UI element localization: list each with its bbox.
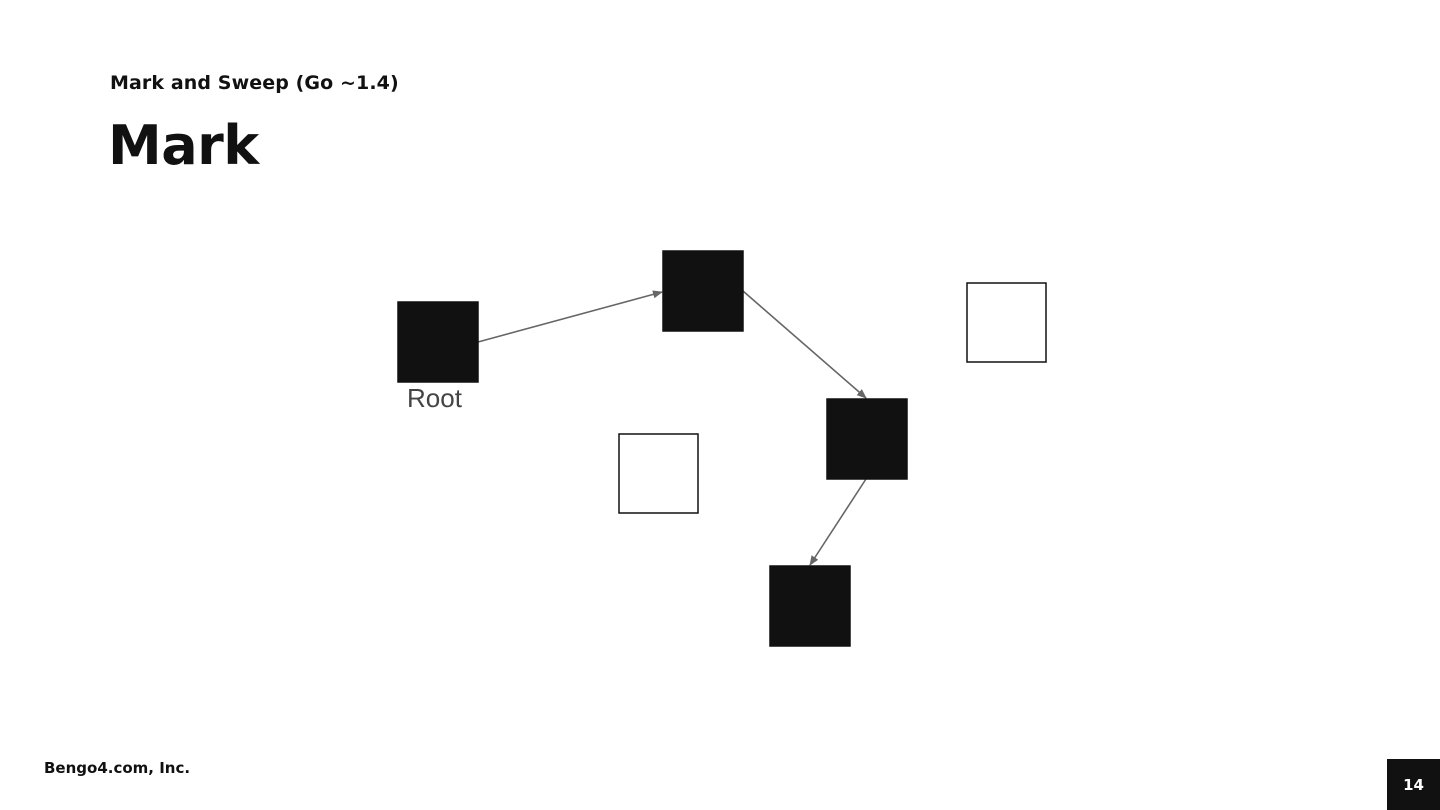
slide-subtitle: Mark and Sweep (Go ~1.4) [110, 72, 399, 94]
page-number-badge: 14 [1387, 759, 1440, 810]
footer-company: Bengo4.com, Inc. [44, 759, 191, 777]
node-e [769, 565, 851, 647]
node-b [966, 282, 1047, 363]
node-a [662, 250, 744, 332]
page-number: 14 [1403, 775, 1424, 794]
node-c [826, 398, 908, 480]
node-d [618, 433, 699, 514]
edge-root-to-node-a [477, 290, 663, 343]
edge-node-c-to-node-e [809, 478, 867, 566]
node-root [397, 301, 479, 383]
root-label: Root [407, 383, 463, 413]
edge-node-a-to-node-c [742, 290, 867, 399]
slide-title: Mark [108, 114, 259, 177]
